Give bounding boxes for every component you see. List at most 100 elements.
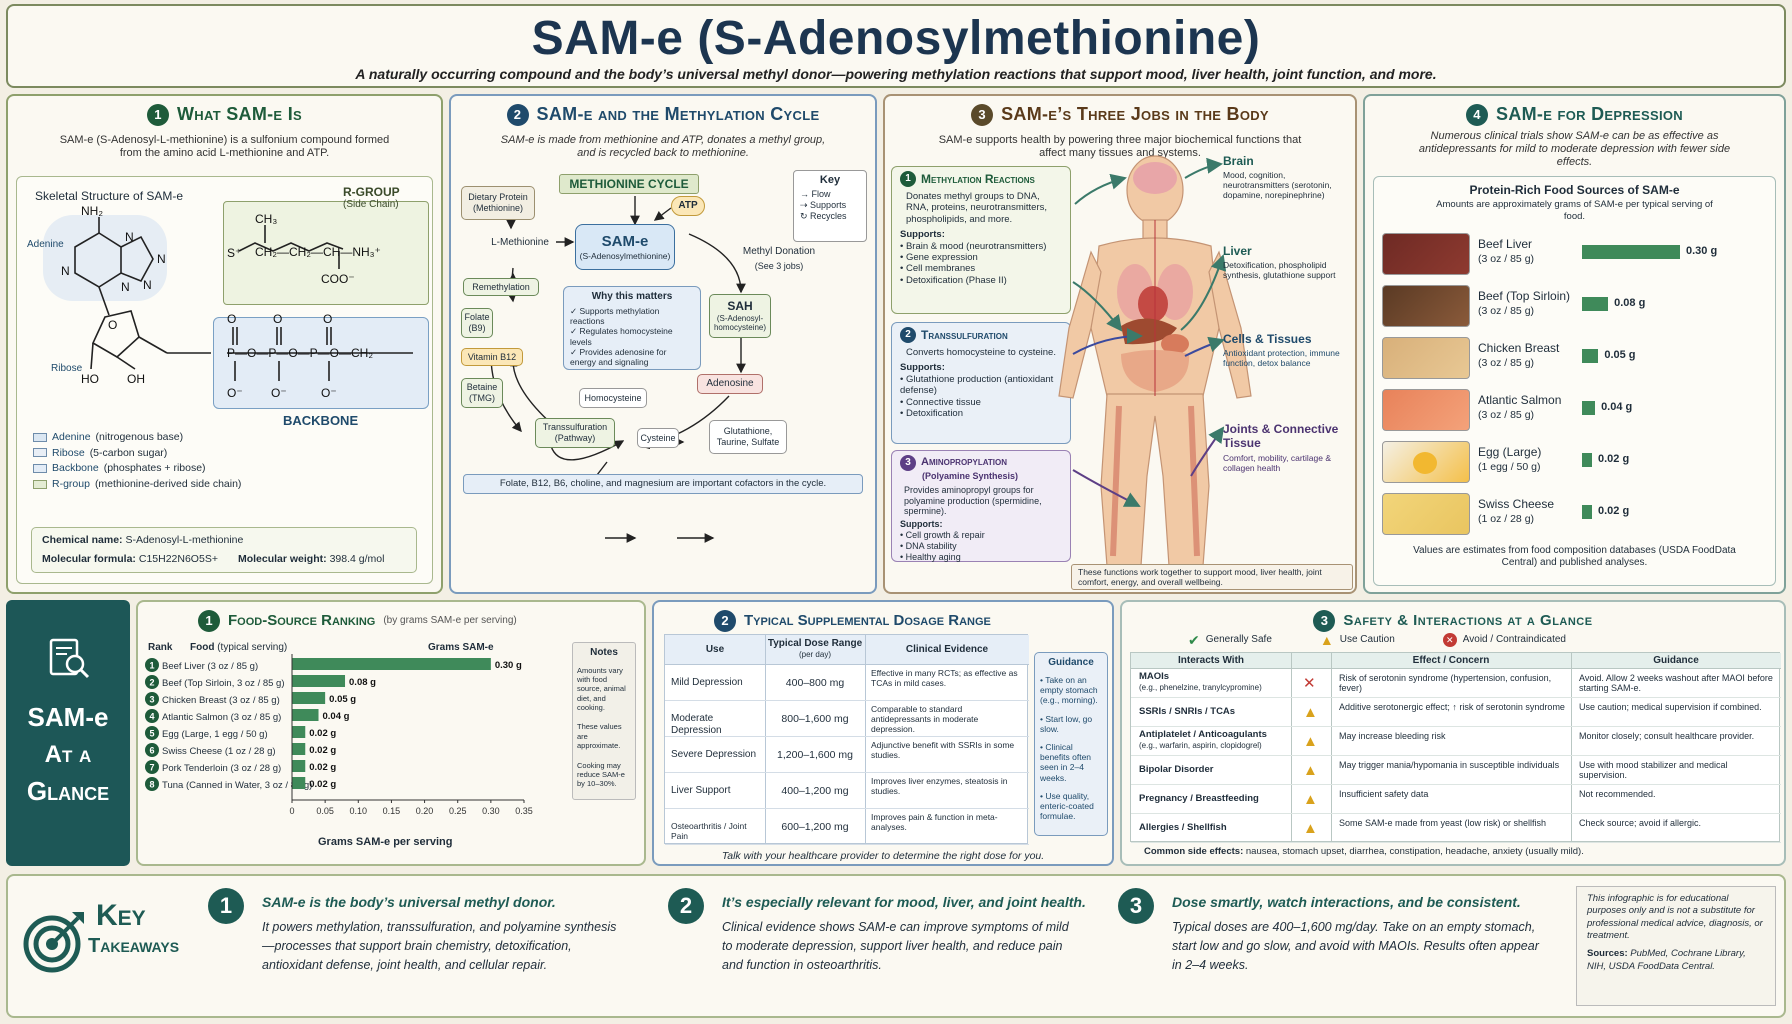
warning-icon: ▲ <box>1319 632 1334 648</box>
takeaways-title-1: Key <box>96 899 146 932</box>
adenine-box <box>43 215 167 301</box>
formula: C15H22N6O5S+ <box>138 552 218 565</box>
svg-text:CH₂—CH₂—CH—NH₃⁺: CH₂—CH₂—CH—NH₃⁺ <box>255 245 381 259</box>
food-serving: (1 oz / 28 g) <box>1478 513 1535 525</box>
page-subtitle: A naturally occurring compound and the b… <box>355 66 1437 82</box>
food-name: Beef Liver <box>1478 237 1533 251</box>
node-transsulfuration: Transsulfuration (Pathway) <box>535 418 615 448</box>
node-adenosine: Adenosine <box>697 374 763 394</box>
egg-image <box>1382 441 1470 483</box>
effect-concern: Insufficient safety data <box>1339 789 1429 799</box>
panel-title: SAM-e and the Methylation Cycle <box>536 104 820 125</box>
food-bar <box>1582 401 1596 415</box>
food-value: 0.08 g <box>1614 297 1646 309</box>
human-body-figure <box>1058 155 1252 567</box>
node-remethylation: Remethylation <box>463 278 539 296</box>
organ-cells: Cells & Tissues Antioxidant protection, … <box>1223 332 1340 369</box>
chem-name-label: Chemical name: <box>42 534 123 546</box>
rank-category-label: Chicken Breast (3 oz / 85 g) <box>162 695 280 706</box>
legend-swatch <box>33 479 47 489</box>
ribose-label: Ribose <box>51 363 83 374</box>
dose-range: 600–1,200 mg <box>781 821 849 833</box>
dose-use: Osteoarthritis / Joint Pain <box>671 821 747 842</box>
node-sah: SAH(S-Adenosyl-homocysteine) <box>709 294 771 338</box>
rank-number: 1 <box>149 661 154 671</box>
rank-value-label: 0.05 g <box>329 694 356 705</box>
svg-text:O⁻: O⁻ <box>227 386 243 400</box>
rank-badge <box>145 658 159 672</box>
col-guidance: Guidance <box>1653 655 1699 666</box>
section-subtitle: (by grams SAM-e per serving) <box>383 615 517 626</box>
table-row <box>1131 727 1781 756</box>
node-folate: Folate (B9) <box>461 308 493 338</box>
legend-item: Backbone(phosphates + ribose) <box>33 462 241 475</box>
rank-category-label: Beef Liver (3 oz / 85 g) <box>162 661 258 672</box>
rank-category-label: Tuna (Canned in Water, 3 oz / 85 g) <box>162 780 312 791</box>
target-icon <box>23 912 84 973</box>
interacts-with: Allergies / Shellfish <box>1139 822 1227 833</box>
why-box: Why this matters ✓ Supports methylation … <box>563 286 701 370</box>
safety-guidance: Use with mood stabilizer and medical sup… <box>1579 760 1728 781</box>
rank-category-label: Swiss Cheese (1 oz / 28 g) <box>162 746 276 757</box>
svg-text:OH: OH <box>127 372 145 386</box>
rank-bar <box>292 675 346 687</box>
structure-box: Skeletal Structure of SAM-e R-GROUP (Sid… <box>16 176 433 584</box>
food-bar <box>1582 453 1592 467</box>
food-header: Food (typical serving) <box>190 642 288 653</box>
food-sources-box: Protein-Rich Food Sources of SAM-e Amoun… <box>1373 176 1776 586</box>
legend-swatch <box>33 463 47 473</box>
liver-image <box>1382 233 1470 275</box>
food-serving: (1 egg / 50 g) <box>1478 461 1541 473</box>
disclaimer-text: This infographic is for educational purp… <box>1587 893 1763 942</box>
panel-number: 4 <box>1466 104 1489 126</box>
svg-text:NH₂: NH₂ <box>81 204 103 218</box>
table-row <box>665 701 1029 737</box>
food-value: 0.30 g <box>1686 245 1718 257</box>
effect-concern: Some SAM-e made from yeast (low risk) or… <box>1339 818 1547 828</box>
job-title: Methylation Reactions <box>921 171 1035 186</box>
dose-range: 1,200–1,600 mg <box>777 749 853 761</box>
x-tick-label: 0.15 <box>383 806 401 816</box>
glance-title-3: Glance <box>26 775 110 806</box>
job-title: Transsulfuration <box>921 327 1008 342</box>
at-a-glance-banner: SAM-e At a Glance <box>6 600 130 866</box>
food-row: Egg (Large)(1 egg / 50 g)0.02 g <box>1382 439 1769 487</box>
cycle-key: Key → Flow ⇢ Supports ↻ Recycles <box>793 170 867 242</box>
food-name: Chicken Breast <box>1478 341 1560 355</box>
food-value: 0.02 g <box>1598 505 1630 517</box>
food-title: Protein-Rich Food Sources of SAM-e <box>1469 183 1680 197</box>
svg-text:O: O <box>227 312 236 326</box>
methyl-donation: Methyl Donation(See 3 jobs) <box>742 246 816 271</box>
rank-badge <box>145 709 159 723</box>
x-tick-label: 0 <box>289 806 294 816</box>
check-icon: ✔ <box>1188 632 1200 648</box>
dose-use: Mild Depression <box>671 677 743 688</box>
backbone-label: BACKBONE <box>283 413 359 428</box>
panel-food-ranking: 1 Food-Source Ranking (by grams SAM-e pe… <box>136 600 646 866</box>
rank-value-label: 0.02 g <box>309 728 336 739</box>
food-serving: (3 oz / 85 g) <box>1478 305 1535 317</box>
interacts-with: Bipolar Disorder <box>1139 764 1214 775</box>
mw-label: Molecular weight: <box>237 552 327 565</box>
rank-value-label: 0.02 g <box>309 779 336 790</box>
panel-title: SAM-e’s Three Jobs in the Body <box>1001 104 1269 125</box>
food-bar <box>1582 245 1680 259</box>
node-same: SAM-e (S-Adenosylmethionine) <box>575 224 675 270</box>
key-title: Key <box>819 174 841 186</box>
rank-value-label: 0.30 g <box>495 660 522 671</box>
rank-category-label: Pork Tenderloin (3 oz / 28 g) <box>162 763 281 774</box>
dosage-table: Use Typical Dose Range(per day) Clinical… <box>664 634 1029 845</box>
rank-badge <box>145 760 159 774</box>
rank-category-label: Atlantic Salmon (3 oz / 85 g) <box>162 712 281 723</box>
x-tick-label: 0.20 <box>416 806 434 816</box>
warning-icon: ▲ <box>1303 733 1318 750</box>
chem-name: S-Adenosyl-L-methionine <box>125 534 244 546</box>
table-row <box>1131 669 1781 698</box>
col-interacts: Interacts With <box>1177 655 1245 666</box>
food-row: Atlantic Salmon(3 oz / 85 g)0.04 g <box>1382 387 1769 435</box>
svg-text:N: N <box>121 280 130 294</box>
panel-number: 2 <box>506 104 529 126</box>
